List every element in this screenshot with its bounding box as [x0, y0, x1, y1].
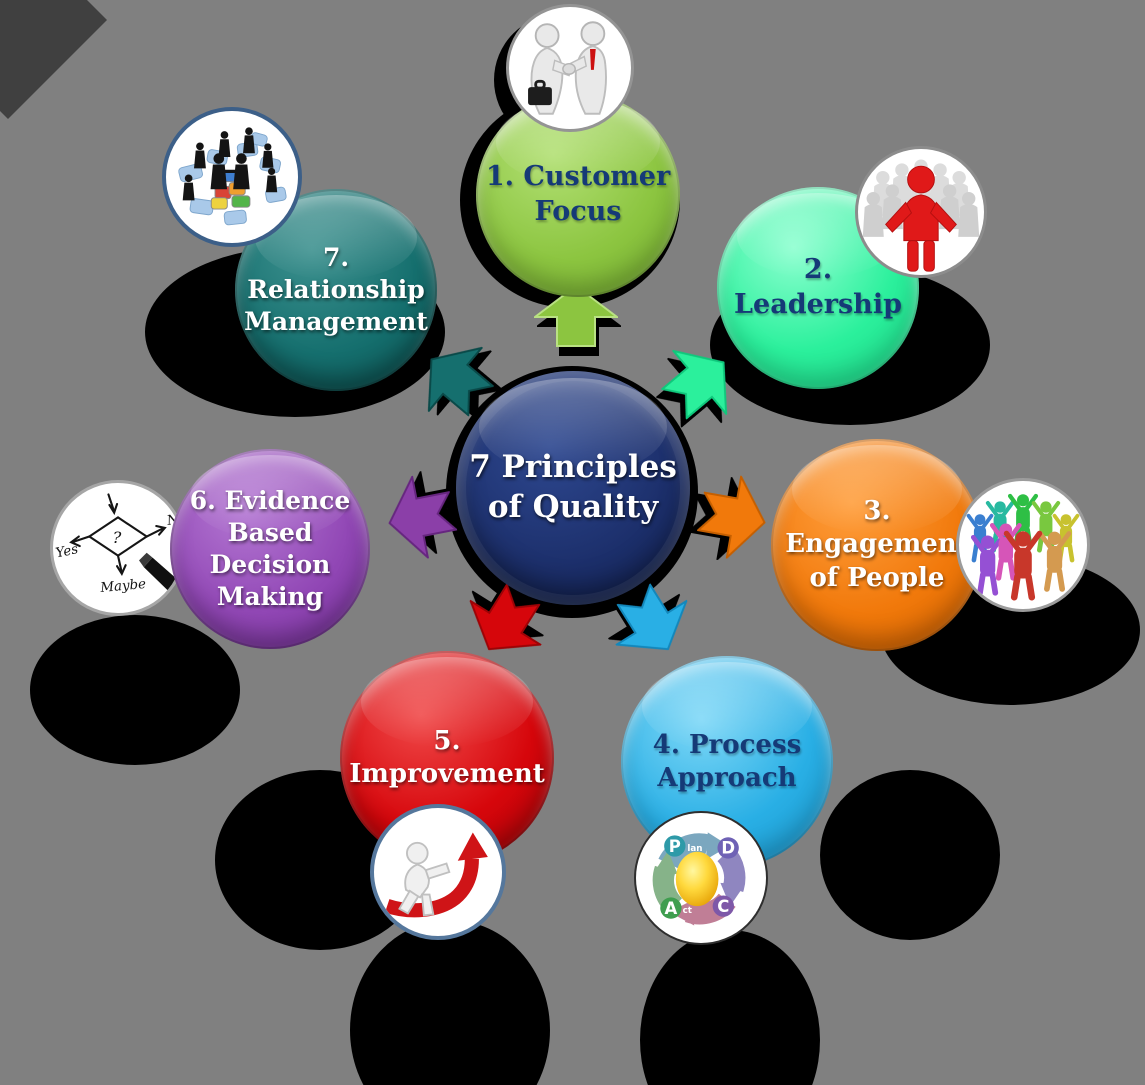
decision-maybe-label: Maybe: [99, 577, 147, 596]
principle-label-engagement: 3. Engagement of People: [785, 496, 969, 593]
principle-label-relationship: 7. Relationship Management: [244, 243, 428, 336]
principle-circle-leadership: 2. Leadership: [717, 187, 919, 389]
network-puzzle-icon: [162, 107, 302, 247]
shadow-blob-process-bottom: [640, 930, 820, 1085]
pdca-check-initial: C: [717, 897, 729, 916]
arrow-up-customer-focus-icon: [534, 285, 618, 347]
principle-label-process-approach: 4. Process Approach: [652, 729, 802, 793]
arrow-upright-leadership-icon: [660, 349, 728, 421]
arrow-left-decision-icon: [388, 473, 459, 561]
pdca-check-rest: heck: [735, 904, 758, 914]
pdca-plan-initial: P: [669, 837, 681, 856]
shadow-blob-improvement-bottom: [350, 920, 550, 1085]
arrow-downleft-improvement-icon: [468, 582, 544, 651]
pdca-do-rest: o: [740, 846, 746, 856]
growth-arrow-icon: [370, 804, 506, 940]
pdca-do-initial: D: [721, 839, 735, 858]
principle-label-customer-focus: 1. Customer Focus: [485, 161, 671, 227]
principle-label-decision-making: 6. Evidence Based Decision Making: [189, 486, 351, 611]
center-label: 7 Principles of Quality: [469, 449, 677, 525]
principle-circle-relationship: 7. Relationship Management: [235, 189, 437, 391]
decision-question-mark: ?: [113, 528, 122, 547]
pdca-act-rest: ct: [683, 906, 692, 916]
principle-circle-engagement: 3. Engagement of People: [771, 439, 983, 651]
corner-shadow-blob: [0, 0, 107, 119]
decision-yes-label: Yes: [55, 542, 80, 561]
handshake-deal-icon: [506, 4, 634, 132]
center-circle: 7 Principles of Quality: [456, 371, 690, 605]
arrow-right-engagement-icon: [695, 473, 766, 561]
team-celebration-icon: [956, 478, 1090, 612]
principle-circle-decision-making: 6. Evidence Based Decision Making: [170, 449, 370, 649]
principle-circle-improvement: 5. Improvement: [340, 651, 554, 865]
pdca-plan-rest: lan: [687, 844, 702, 854]
principle-label-improvement: 5. Improvement: [349, 725, 545, 789]
shadow-blob-process-right: [820, 770, 1000, 940]
decision-flowchart-icon: ? No Yes Maybe: [50, 480, 186, 616]
principle-label-leadership: 2. Leadership: [734, 254, 902, 320]
leader-standout-icon: [855, 146, 987, 278]
pdca-act-initial: A: [665, 899, 678, 918]
pdca-cycle-icon: P lan D o C heck A ct: [634, 811, 768, 945]
arrow-downright-process-icon: [613, 582, 689, 651]
arrow-upleft-relationship-icon: [427, 346, 495, 418]
shadow-blob-decision: [30, 615, 240, 765]
